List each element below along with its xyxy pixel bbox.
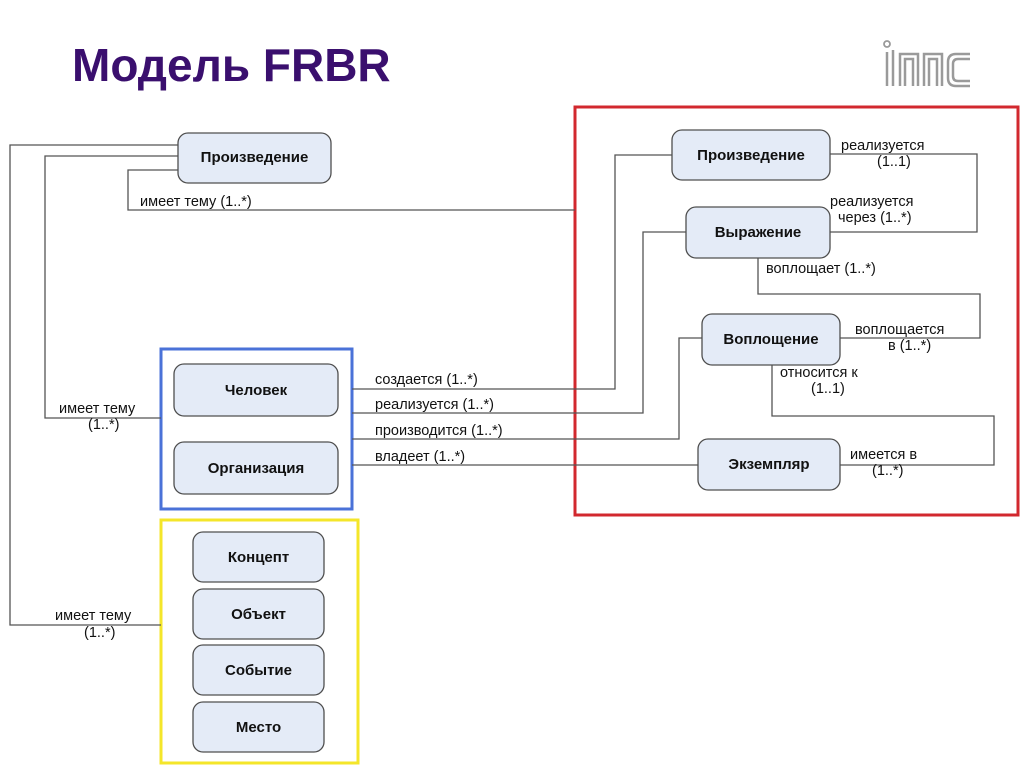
label-held-2: (1..*) (872, 463, 903, 479)
label-embodied-2: в (1..*) (888, 338, 931, 354)
group3-frame (159, 518, 360, 765)
label-refers-2: (1..1) (811, 381, 845, 397)
node-work: Произведение (671, 129, 831, 181)
connector-labels: реализуется (1..1) реализуется через (1.… (55, 138, 944, 641)
node-place-label: Место (236, 719, 281, 736)
group1-frame (573, 105, 1020, 517)
node-item-label: Экземпляр (728, 456, 809, 473)
node-event: Событие (192, 644, 325, 696)
node-item: Экземпляр (697, 438, 841, 491)
node-manifestation-label: Воплощение (723, 331, 818, 348)
node-expression-label: Выражение (715, 224, 802, 241)
inc-logo (883, 40, 970, 88)
node-subject-work: Произведение (177, 132, 332, 184)
node-expression: Выражение (685, 206, 831, 259)
label-has-subject-bot-2: (1..*) (84, 625, 115, 641)
label-realized-by-1-card: (1..1) (877, 154, 911, 170)
label-realized-by: реализуется (1..*) (375, 397, 494, 413)
label-has-subject-bot-1: имеет тему (55, 608, 132, 624)
node-concept-label: Концепт (228, 549, 289, 566)
label-embodied-1: воплощается (855, 322, 944, 338)
node-work-label: Произведение (697, 147, 805, 164)
node-manifestation: Воплощение (701, 313, 841, 366)
node-person: Человек (173, 363, 339, 417)
label-refers-1: относится к (780, 365, 858, 381)
label-has-subject-mid-1: имеет тему (59, 401, 136, 417)
node-subject-work-label: Произведение (201, 149, 309, 166)
label-realized-through-2: через (1..*) (838, 210, 912, 226)
node-organization-label: Организация (208, 460, 305, 477)
node-object: Объект (192, 588, 325, 640)
node-object-label: Объект (231, 606, 286, 623)
node-event-label: Событие (225, 662, 292, 679)
label-created-by: создается (1..*) (375, 372, 478, 388)
label-held-1: имеется в (850, 447, 917, 463)
label-has-subject-mid-2: (1..*) (88, 417, 119, 433)
page-title: Модель FRBR (72, 39, 391, 91)
label-realized-by-1: реализуется (841, 138, 925, 154)
group2-frame (159, 347, 354, 511)
label-produced-by: производится (1..*) (375, 423, 503, 439)
node-concept: Концепт (192, 531, 325, 583)
label-embodies: воплощает (1..*) (766, 261, 876, 277)
label-realized-through-1: реализуется (830, 194, 914, 210)
node-place: Место (192, 701, 325, 753)
label-has-subject-top: имеет тему (1..*) (140, 194, 252, 210)
node-person-label: Человек (225, 382, 288, 399)
node-organization: Организация (173, 441, 339, 495)
connector-lines (9, 144, 995, 626)
label-owned-by: владеет (1..*) (375, 449, 465, 465)
